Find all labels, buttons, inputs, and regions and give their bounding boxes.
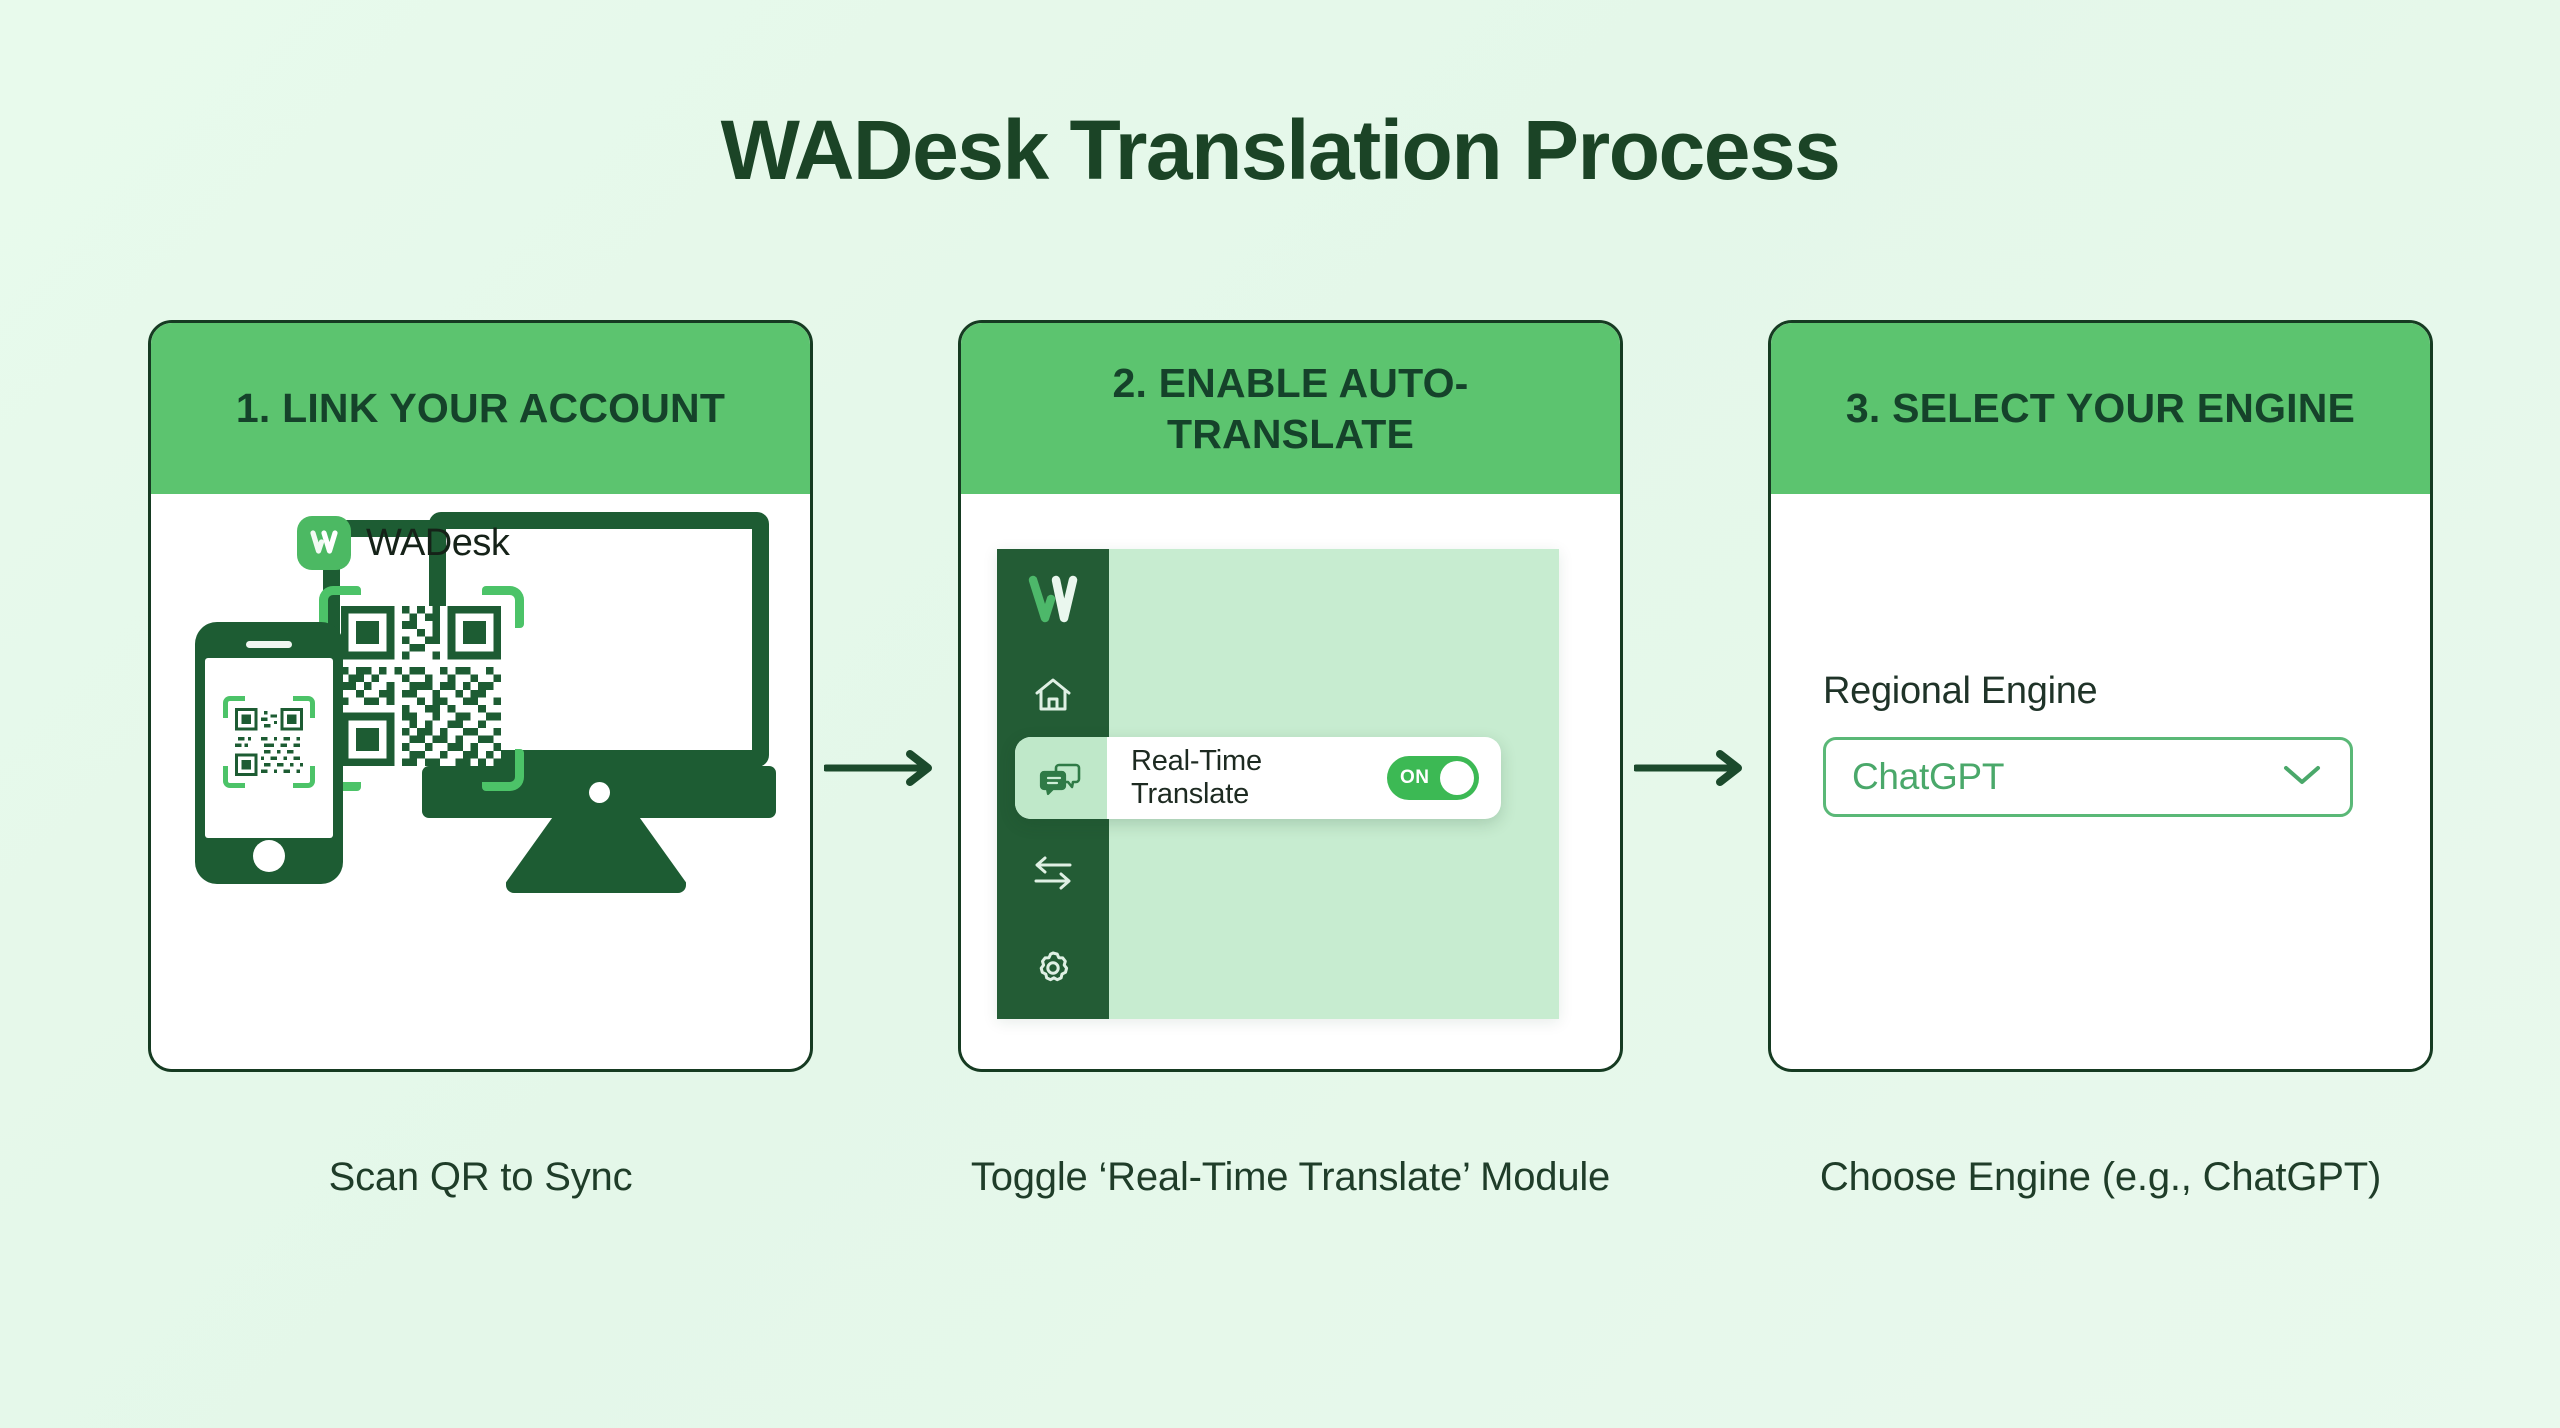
step-2-body: Real-Time Translate ON bbox=[961, 494, 1620, 1069]
step-1-caption: Scan QR to Sync bbox=[328, 1155, 633, 1199]
phone-screen bbox=[205, 658, 333, 838]
wadesk-logo-icon[interactable] bbox=[1021, 571, 1085, 629]
qr-code-icon-small bbox=[235, 708, 303, 776]
page-title: WADesk Translation Process bbox=[720, 103, 1841, 197]
step-3-caption: Choose Engine (e.g., ChatGPT) bbox=[1819, 1155, 2382, 1199]
wadesk-app-mockup: Real-Time Translate ON bbox=[997, 549, 1559, 1019]
step-3-header: 3. SELECT YOUR ENGINE bbox=[1771, 323, 2430, 494]
scan-frame-icon-small bbox=[223, 696, 315, 788]
step-card-1: 1. LINK YOUR ACCOUNT bbox=[148, 320, 813, 1072]
engine-dropdown[interactable]: ChatGPT bbox=[1823, 737, 2353, 817]
real-time-translate-toggle[interactable]: ON bbox=[1387, 756, 1479, 800]
home-icon[interactable] bbox=[1029, 671, 1077, 719]
step-2-header: 2. ENABLE AUTO-TRANSLATE bbox=[961, 323, 1620, 494]
regional-engine-label: Regional Engine bbox=[1823, 670, 2098, 712]
phone-speaker bbox=[246, 641, 292, 648]
arrow-right-icon bbox=[824, 750, 932, 786]
step-card-3: 3. SELECT YOUR ENGINE Regional Engine Ch… bbox=[1768, 320, 2433, 1072]
step-3-body: Regional Engine ChatGPT bbox=[1771, 494, 2430, 1069]
toggle-knob bbox=[1440, 761, 1474, 795]
smartphone-icon bbox=[195, 622, 343, 884]
step-card-2: 2. ENABLE AUTO-TRANSLATE bbox=[958, 320, 1623, 1072]
step-1-body: WADesk bbox=[151, 494, 810, 1069]
real-time-translate-row[interactable]: Real-Time Translate ON bbox=[1015, 737, 1501, 819]
swap-arrows-icon[interactable] bbox=[1029, 849, 1077, 897]
wadesk-brand-row: WADesk bbox=[297, 516, 510, 570]
qr-code-icon bbox=[341, 606, 501, 766]
monitor-stand bbox=[506, 817, 686, 893]
step-3-header-text: 3. SELECT YOUR ENGINE bbox=[1845, 385, 2356, 432]
phone-home-button bbox=[253, 840, 285, 872]
wadesk-logo-icon bbox=[297, 516, 351, 570]
step-2-header-text: 2. ENABLE AUTO-TRANSLATE bbox=[1112, 360, 1469, 457]
monitor-indicator-dot bbox=[589, 782, 610, 803]
arrow-right-icon bbox=[1634, 750, 1742, 786]
real-time-translate-label: Real-Time Translate bbox=[1131, 745, 1262, 810]
gear-icon[interactable] bbox=[1029, 944, 1077, 992]
step-1-header-text: 1. LINK YOUR ACCOUNT bbox=[235, 385, 726, 432]
toggle-state-label: ON bbox=[1400, 767, 1430, 788]
engine-selector: Regional Engine ChatGPT bbox=[1823, 670, 2353, 817]
monitor-arm-horizontal bbox=[323, 520, 453, 537]
engine-selected-value: ChatGPT bbox=[1852, 756, 2005, 797]
translate-icon bbox=[1015, 737, 1107, 819]
chevron-down-icon bbox=[2280, 762, 2324, 793]
link-account-illustration: WADesk bbox=[151, 494, 810, 1069]
wadesk-brand-name: WADesk bbox=[366, 521, 510, 564]
step-2-caption: Toggle ‘Real-Time Translate’ Module bbox=[970, 1155, 1611, 1199]
step-1-header: 1. LINK YOUR ACCOUNT bbox=[151, 323, 810, 494]
